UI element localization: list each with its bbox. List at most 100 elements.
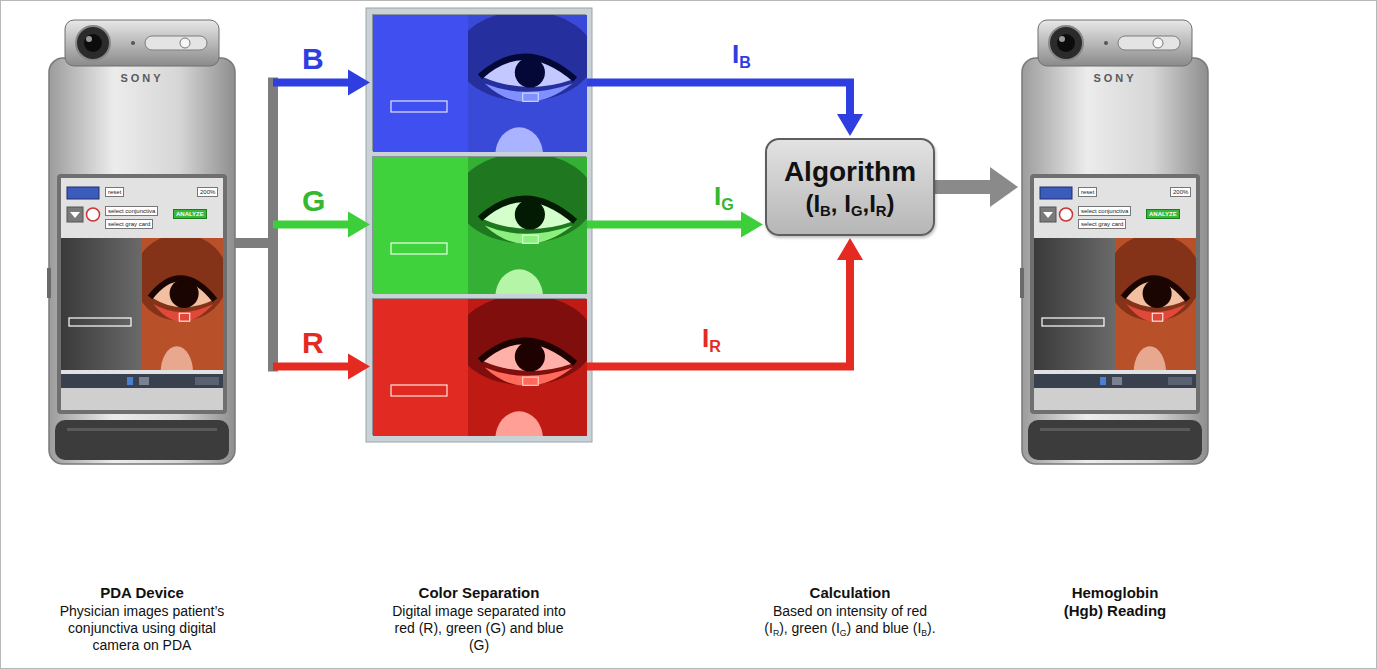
illustration-detail [485, 84, 573, 102]
illustration-detail [456, 157, 587, 243]
arrow-line [586, 83, 850, 117]
illustration-detail [1030, 174, 1200, 414]
illustration-detail [1020, 268, 1024, 298]
screen-control: reset [1078, 187, 1097, 197]
channel-label: R [300, 326, 326, 359]
arrow-head [741, 212, 763, 238]
connector-arrow [586, 238, 863, 367]
algorithm-box: Algorithm(IB, IG,IR) [765, 138, 935, 236]
screen-control: select gray card [105, 219, 153, 229]
illustration-detail [495, 127, 543, 152]
subscript: G [851, 203, 863, 219]
caption-text: Digital image separated into red (R), gr… [389, 603, 569, 654]
illustration-detail [47, 268, 51, 298]
illustration-detail [1040, 207, 1056, 222]
subscript: R [773, 628, 779, 638]
illustration-detail [180, 38, 190, 48]
illustration-detail [485, 368, 573, 386]
color-channel-image [372, 14, 586, 151]
illustration-detail [55, 420, 229, 460]
split-bar [237, 83, 273, 244]
illustration-detail [480, 57, 575, 80]
illustration-detail [1040, 428, 1190, 431]
illustration-detail [373, 157, 468, 294]
illustration-detail [127, 377, 133, 385]
channel-illustration [373, 299, 587, 436]
channel-label: G [300, 184, 327, 217]
caption-heading: Color Separation [379, 584, 579, 602]
illustration-detail [67, 187, 99, 199]
arrow-head [990, 167, 1018, 207]
channel-label: IG [712, 182, 736, 211]
subscript: G [840, 628, 847, 638]
channel-illustration [373, 15, 587, 152]
illustration-detail [1059, 36, 1065, 42]
channel-label: B [300, 42, 326, 75]
illustration-detail [153, 304, 213, 322]
illustration-detail [1153, 38, 1163, 48]
subscript: R [709, 337, 721, 355]
brand-name: SONY [1020, 72, 1210, 85]
caption-heading: Hemoglobin (Hgb) Reading [1056, 584, 1174, 620]
illustration-detail [61, 388, 223, 410]
illustration-detail [1060, 208, 1073, 221]
caption-text: Physician images patient’s conjunctiva u… [52, 603, 232, 654]
illustration-detail [76, 26, 110, 60]
illustration-detail [87, 208, 100, 221]
subscript: R [876, 203, 887, 219]
caption-text: Based on intensity of red (IR), green (I… [762, 603, 938, 637]
illustration-detail [145, 36, 207, 50]
illustration-detail [1126, 304, 1186, 322]
screen-control: reset [105, 187, 124, 197]
illustration-detail [67, 207, 83, 222]
illustration-detail [1043, 212, 1053, 218]
illustration-detail [1022, 58, 1208, 464]
arrow-head [348, 70, 370, 96]
screen-control: select gray card [1078, 219, 1126, 229]
arrow-head [348, 212, 370, 238]
illustration-detail [70, 212, 80, 218]
caption-heading: PDA Device [42, 584, 242, 602]
illustration-detail [523, 377, 538, 385]
illustration-detail [67, 428, 217, 431]
eye-photo [456, 15, 587, 152]
arrow-line [586, 221, 743, 229]
screen-control: 200% [1170, 187, 1191, 197]
illustration-detail [179, 313, 190, 321]
illustration-detail [61, 374, 223, 388]
subscript: B [820, 203, 831, 219]
illustration-detail [456, 15, 587, 101]
illustration-detail [523, 235, 538, 243]
illustration-detail [1104, 41, 1108, 45]
pda-illustration [1020, 18, 1210, 468]
illustration-detail [1034, 388, 1196, 410]
arrow-line [273, 363, 350, 371]
illustration-detail [495, 269, 543, 294]
illustration-detail [86, 36, 92, 42]
illustration-detail [1040, 187, 1072, 199]
illustration-detail [61, 238, 142, 370]
color-channel-image [372, 298, 586, 435]
channel-illustration [373, 157, 587, 294]
connector-arrow [586, 212, 763, 238]
illustration-detail [1034, 374, 1196, 388]
illustration-detail [1152, 313, 1163, 321]
screen-control: 200% [197, 187, 218, 197]
illustration-detail [195, 377, 219, 385]
illustration-detail [1123, 278, 1188, 300]
color-channel-image [372, 156, 586, 293]
illustration-detail [139, 377, 149, 385]
illustration-detail [373, 15, 468, 152]
illustration-detail [65, 20, 219, 66]
illustration-detail [134, 234, 228, 321]
connector-arrow [935, 167, 1018, 207]
illustration-detail [1038, 20, 1192, 66]
subscript: G [721, 195, 734, 213]
arrow-line [935, 180, 992, 194]
pda-illustration [47, 18, 237, 468]
illustration-detail [391, 385, 447, 396]
connector-arrow [237, 243, 370, 380]
arrow-line [273, 79, 350, 87]
